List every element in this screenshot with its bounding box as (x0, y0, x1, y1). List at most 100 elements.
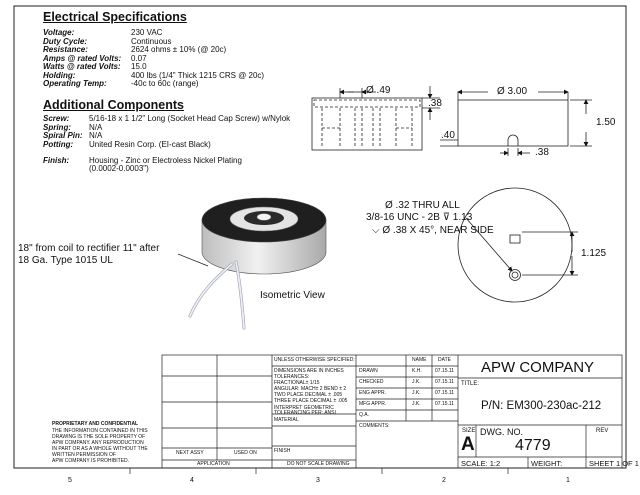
drawn-name: K.H. (412, 368, 422, 374)
spec-value: 15.0 (131, 62, 147, 71)
electrical-heading: Electrical Specifications (43, 10, 187, 24)
tapped-hole (509, 269, 521, 281)
spec-value: 0.07 (131, 53, 147, 63)
part-number: P/N: EM300-230ac-212 (481, 400, 602, 412)
additional-heading: Additional Components (43, 98, 184, 112)
title-label: TITLE: (461, 381, 480, 387)
angular-tol: ANGULAR: MACH± 2 BEND ± 2 (274, 386, 347, 392)
side-outline (457, 99, 569, 147)
zone-number: 1 (566, 477, 570, 484)
proprietary-line: THE INFORMATION CONTAINED IN THIS (52, 428, 148, 434)
spec-label: Watts @ rated Volts: (43, 62, 121, 71)
wire-note-1: 18" from coil to rectifier 11" after (18, 243, 160, 254)
name-header: NAME (412, 357, 427, 363)
wire-leader (177, 253, 209, 267)
hole-callout-2: 3/8-16 UNC - 2B ⊽ 1.13 (366, 212, 473, 223)
mfg-date: 07.15.11 (435, 401, 455, 407)
drawing-number: 4779 (515, 437, 551, 454)
component-value: 5/16-18 x 1 1/2" Long (Socket Head Cap S… (89, 114, 291, 123)
zone-number: 3 (316, 477, 320, 484)
rev-label: REV (596, 428, 609, 434)
component-label: Potting: (43, 139, 74, 149)
scale-label: SCALE: 1:2 (461, 459, 501, 468)
spec-label: Holding: (43, 70, 76, 80)
eng-date: 07.15.11 (435, 390, 455, 396)
component-value: United Resin Corp. (EI-cast Black) (89, 139, 211, 149)
used-on-label: USED ON (234, 450, 257, 456)
dim-label-150: 1.50 (596, 117, 616, 128)
dim-label-1125: 1.125 (581, 248, 607, 259)
drawn-label: DRAWN (359, 368, 378, 374)
section-top-hidden (313, 99, 421, 108)
zone-ticks (129, 468, 509, 474)
spec-label: Voltage: (43, 28, 75, 37)
fractional-tol: FRACTIONAL± 1/15 (274, 380, 320, 386)
spec-value: 230 VAC (131, 28, 163, 37)
finish-value-tolerance: (0.0002-0.0003") (89, 164, 149, 173)
qa-label: Q.A. (359, 412, 370, 418)
material-label: MATERIAL (274, 417, 299, 423)
finish-label: Finish: (43, 156, 70, 165)
sheet-label: SHEET 1 OF 1 (589, 459, 639, 468)
spec-value: 400 lbs (1/4" Thick 1215 CRS @ 20c) (131, 70, 265, 80)
dim-label-038b: .38 (535, 147, 549, 158)
component-label: Screw: (43, 114, 70, 123)
isometric-label: Isometric View (260, 290, 325, 301)
proprietary-line: WRITTEN PERMISSION OF (52, 452, 116, 458)
hole-callout-1: Ø .32 THRU ALL (385, 200, 460, 211)
tolerances-label: TOLERANCES: (274, 374, 310, 380)
zone-number: 2 (442, 477, 446, 484)
top-slot (509, 234, 521, 244)
spec-label: Resistance: (43, 45, 88, 54)
date-header: DATE (438, 357, 451, 363)
top-outline (457, 187, 573, 303)
dim-label-038a: .38 (428, 98, 442, 109)
finish-field-label: FINISH (274, 448, 291, 454)
hole-leader (465, 217, 513, 272)
spec-value: 2624 ohms ± 10% (@ 20c) (131, 45, 227, 54)
company-name: APW COMPANY (481, 359, 595, 376)
isometric-view (177, 197, 327, 330)
proprietary-line: APW COMPANY. ANY REPRODUCTION (52, 440, 144, 446)
spec-label: Operating Temp: (43, 79, 107, 88)
spec-label: Amps @ rated Volts: (43, 53, 122, 63)
dims-in-label: DIMENSIONS ARE IN INCHES (274, 368, 344, 374)
hole-callout-3: ⌵ Ø .38 X 45°, NEAR SIDE (372, 225, 494, 236)
size-label: SIZE (462, 428, 476, 434)
lead-wire-1 (188, 262, 234, 318)
section-outline (311, 97, 423, 151)
proprietary-line: IN PART OR AS A WHOLE WITHOUT THE (52, 446, 148, 452)
dim-label-040: .40 (441, 130, 455, 141)
proprietary-title: PROPRIETARY AND CONFIDENTIAL (52, 421, 139, 427)
drawn-date: 07.15.11 (435, 368, 455, 374)
spec-value: -40c to 60c (range) (131, 79, 199, 88)
interpret-label: INTERPRET GEOMETRIC (274, 405, 334, 411)
component-label: Spring: (43, 122, 71, 132)
next-assy-label: NEXT ASSY (176, 450, 204, 456)
component-value: N/A (89, 131, 103, 140)
dwg-no-label: DWG. NO. (480, 427, 523, 437)
eng-appr-label: ENG APPR. (359, 390, 386, 396)
dim-label-049: Ø .49 (366, 85, 391, 96)
side-view (440, 89, 592, 156)
mfg-appr-label: MFG APPR. (359, 401, 387, 407)
spec-label: Duty Cycle: (43, 36, 88, 46)
mfg-name: J.K. (412, 401, 421, 407)
screw-head (256, 213, 272, 221)
weight-label: WEIGHT: (531, 459, 563, 468)
finish-value: Housing - Zinc or Electroless Nickel Pla… (89, 156, 242, 165)
zone-number: 4 (190, 477, 194, 484)
size-value: A (461, 434, 475, 455)
dim-label-300: Ø 3.00 (497, 86, 528, 97)
no-scale-label: DO NOT SCALE DRAWING (287, 461, 350, 467)
checked-date: 07.15.11 (435, 379, 455, 385)
side-slot (507, 134, 519, 146)
two-place-tol: TWO PLACE DECIMAL ± .005 (274, 392, 343, 398)
top-view (457, 187, 578, 303)
proprietary-line: DRAWING IS THE SOLE PROPERTY OF (52, 434, 146, 440)
proprietary-line: APW COMPANY IS PROHIBITED. (52, 458, 130, 464)
zone-number: 5 (68, 477, 72, 484)
component-label: Spiral Pin: (43, 131, 83, 140)
